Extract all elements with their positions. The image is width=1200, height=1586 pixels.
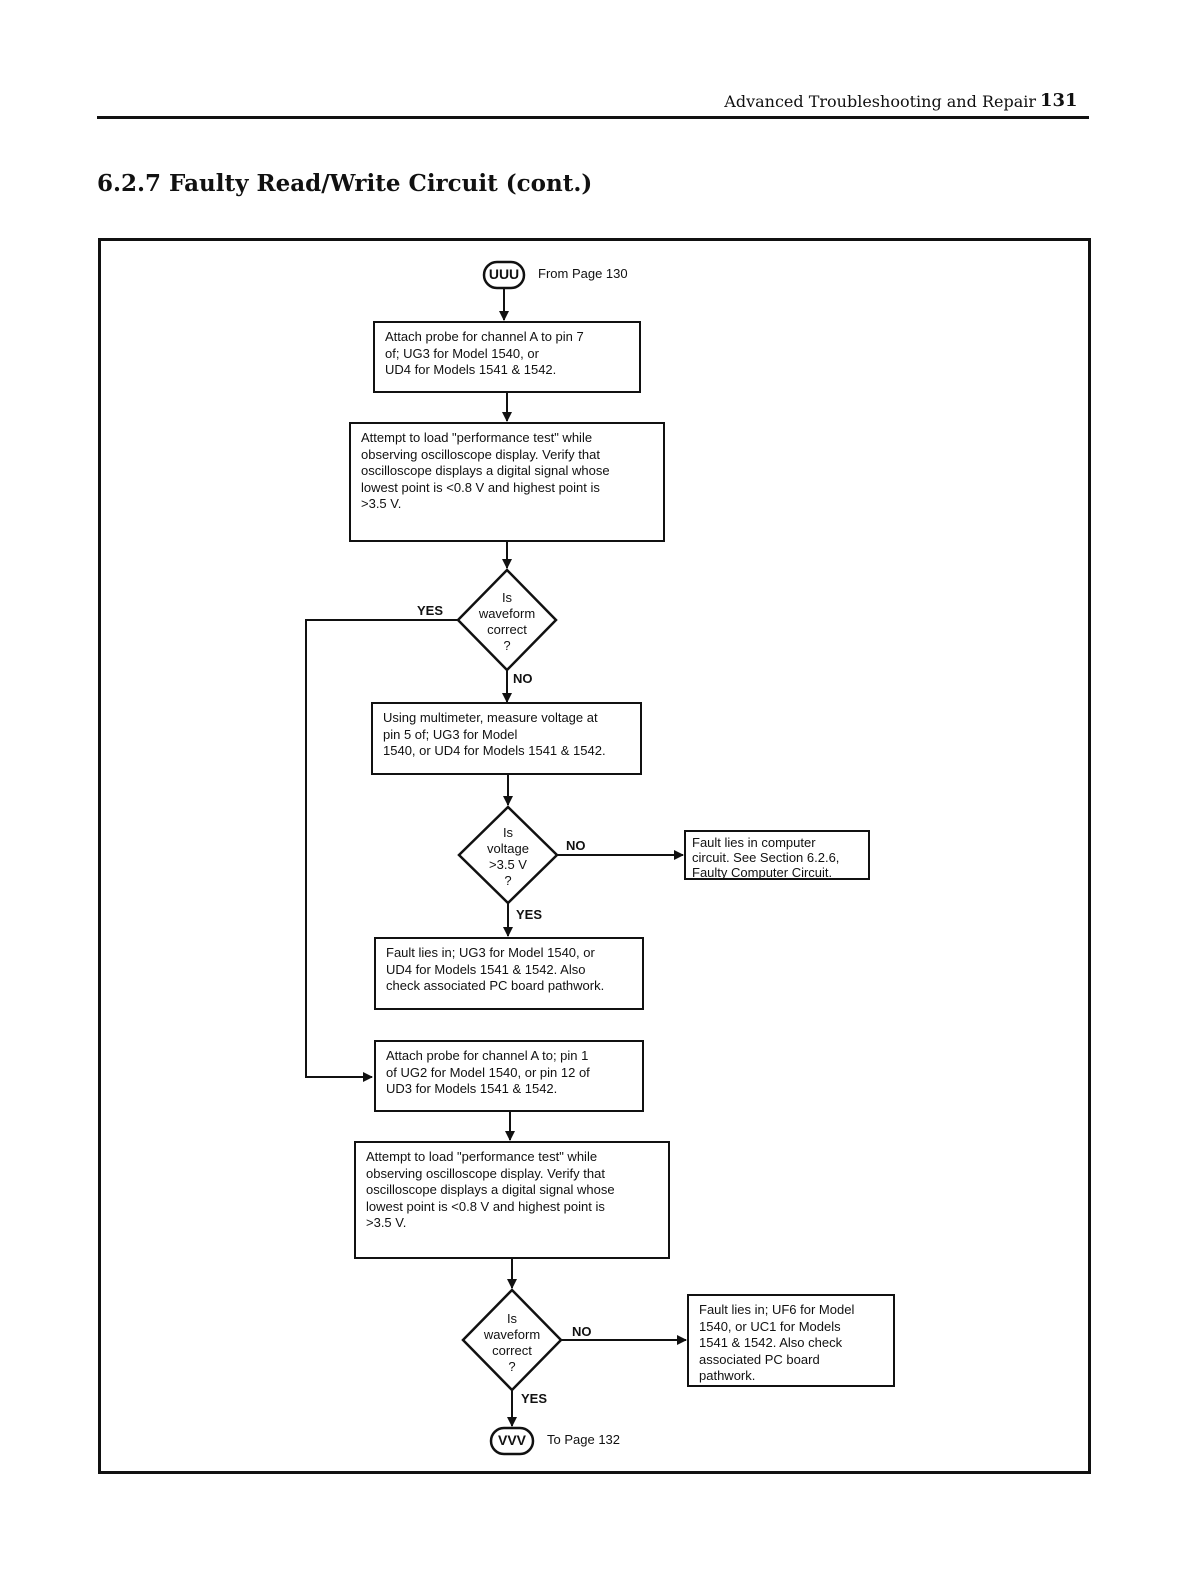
step-load-performance-test-1: Attempt to load "performance test" while… bbox=[349, 422, 665, 542]
start-connector-label: UUU bbox=[488, 266, 520, 282]
header-rule bbox=[97, 116, 1089, 119]
end-connector-label: VVV bbox=[497, 1432, 526, 1448]
label-no-decision3: NO bbox=[572, 1324, 592, 1339]
step-attach-probe-pin1: Attach probe for channel A to; pin 1 of … bbox=[374, 1040, 644, 1112]
decision-waveform-1-text: Is waveform correct ? bbox=[478, 590, 536, 653]
step-load-performance-test-2: Attempt to load "performance test" while… bbox=[354, 1141, 670, 1259]
end-connector-shape bbox=[489, 1426, 535, 1456]
label-yes-decision1: YES bbox=[417, 603, 444, 618]
section-title: 6.2.7 Faulty Read/Write Circuit (cont.) bbox=[97, 170, 593, 197]
running-header: Advanced Troubleshooting and Repair bbox=[724, 92, 1036, 111]
arrow-decision1-yes bbox=[305, 619, 458, 1082]
label-yes-decision2: YES bbox=[516, 907, 543, 922]
page-number: 131 bbox=[1040, 90, 1078, 111]
step-fault-ug3-ud4: Fault lies in; UG3 for Model 1540, or UD… bbox=[374, 937, 644, 1010]
label-no-decision2: NO bbox=[566, 838, 586, 853]
decision-waveform-2-text: Is waveform correct ? bbox=[483, 1311, 541, 1374]
step-fault-computer-circuit: Fault lies in computer circuit. See Sect… bbox=[684, 830, 870, 880]
step-attach-probe-pin7: Attach probe for channel A to pin 7 of; … bbox=[373, 321, 641, 393]
flowchart-frame bbox=[98, 238, 1091, 1474]
end-connector-note: To Page 132 bbox=[547, 1432, 621, 1447]
decision-voltage-text: Is voltage >3.5 V ? bbox=[487, 825, 529, 888]
step-fault-uf6-uc1: Fault lies in; UF6 for Model 1540, or UC… bbox=[687, 1294, 895, 1387]
step-measure-pin5: Using multimeter, measure voltage at pin… bbox=[371, 702, 642, 775]
label-yes-decision3: YES bbox=[521, 1391, 548, 1406]
start-connector-note: From Page 130 bbox=[538, 266, 628, 281]
label-no-decision1: NO bbox=[513, 671, 533, 686]
